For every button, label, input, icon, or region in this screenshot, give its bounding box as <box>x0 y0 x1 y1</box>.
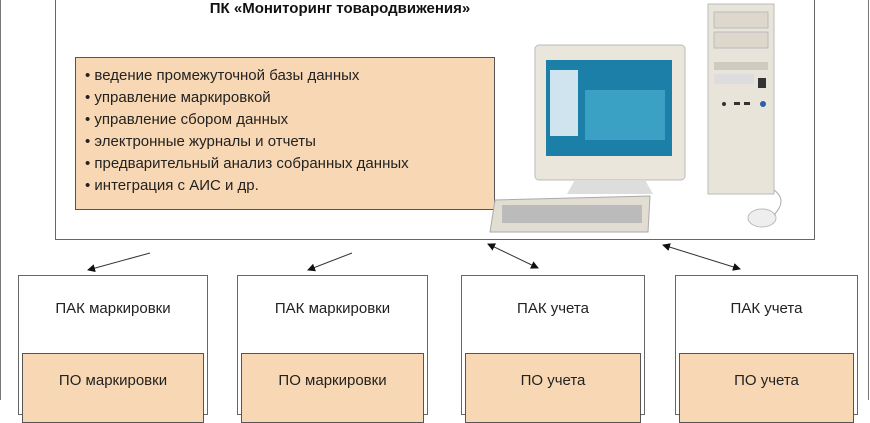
pak-marking-2: ПАК маркировки ПО маркировки <box>237 275 428 423</box>
software-box: ПО маркировки <box>22 353 204 423</box>
software-box: ПО маркировки <box>241 353 424 423</box>
left-border <box>0 0 1 400</box>
arrow-bidir-pak-4 <box>662 243 741 271</box>
tower-icon <box>707 3 775 195</box>
function-item: • управление маркировкой <box>85 89 271 106</box>
pak-marking-1: ПАК маркировки ПО маркировки <box>18 275 208 423</box>
pak-label: ПАК маркировки <box>55 300 171 317</box>
function-item: • ведение промежуточной базы данных <box>85 67 360 84</box>
functions-list: • ведение промежуточной базы данных • уп… <box>75 57 495 210</box>
pak-accounting-2: ПАК учета ПО учета <box>675 275 858 423</box>
pak-accounting-1: ПАК учета ПО учета <box>461 275 645 423</box>
monitor-icon <box>534 44 686 194</box>
right-border <box>868 0 869 400</box>
diagram-title: ПК «Мониторинг товародвижения» <box>209 0 471 17</box>
arrow-bidir-pak-3 <box>487 243 539 269</box>
function-item: • электронные журналы и отчеты <box>85 133 316 150</box>
software-box: ПО учета <box>679 353 854 423</box>
connection-arrows <box>87 243 741 273</box>
mouse-icon <box>747 189 782 228</box>
function-item: • интеграция с АИС и др. <box>85 177 259 194</box>
computer-illustration <box>489 3 782 233</box>
arrow-to-pak-1 <box>87 252 151 273</box>
function-item: • управление сбором данных <box>85 111 289 128</box>
pak-label: ПАК учета <box>730 300 803 317</box>
arrow-to-pak-2 <box>307 252 353 272</box>
pak-label: ПАК учета <box>517 300 589 317</box>
monitoring-system-box <box>55 0 815 240</box>
pak-label: ПАК маркировки <box>274 300 391 317</box>
keyboard-icon <box>489 195 651 233</box>
function-item: • предварительный анализ собранных данны… <box>85 155 409 172</box>
software-box: ПО учета <box>465 353 641 423</box>
